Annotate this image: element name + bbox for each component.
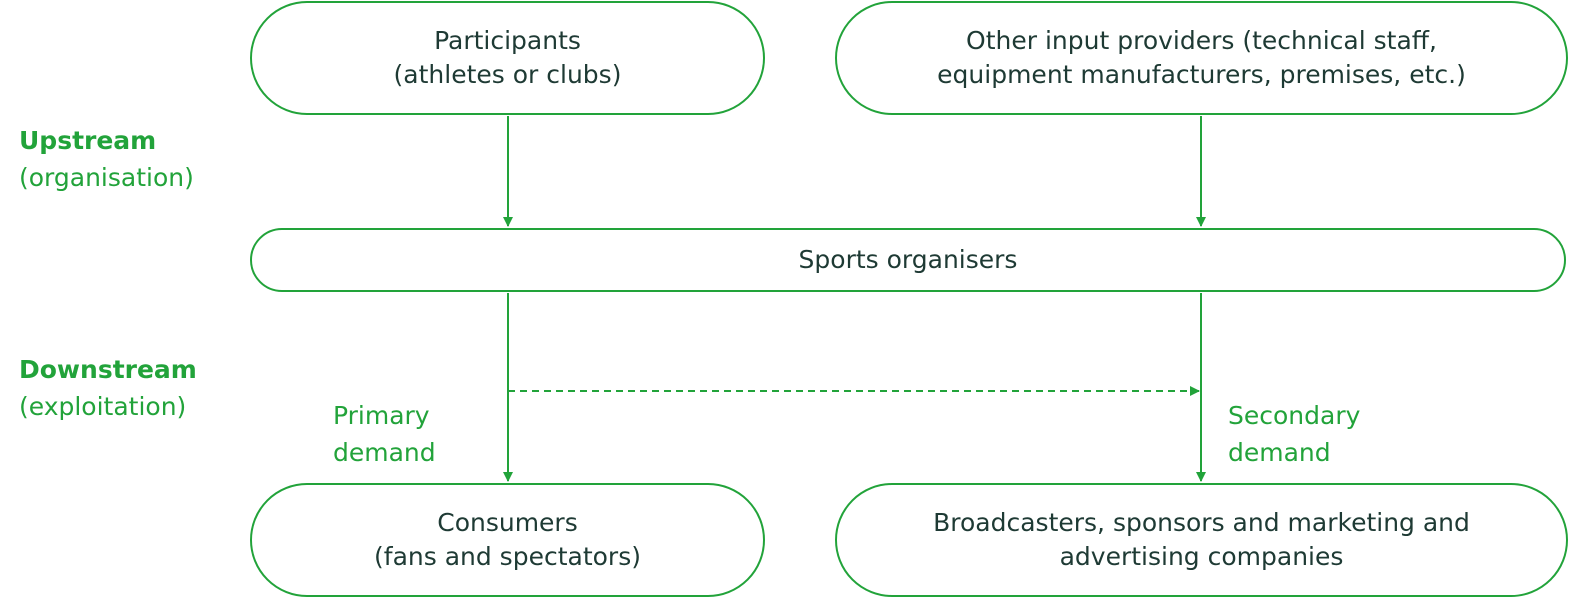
downstream-label: Downstream (exploitation) bbox=[19, 351, 197, 425]
other-inputs-line2: equipment manufacturers, premises, etc.) bbox=[937, 60, 1466, 89]
secondary-demand-label: Secondary demand bbox=[1228, 397, 1360, 471]
upstream-subtitle: (organisation) bbox=[19, 163, 194, 192]
other-input-providers-node: Other input providers (technical staff, … bbox=[835, 1, 1568, 115]
organisers-label: Sports organisers bbox=[798, 245, 1018, 274]
consumers-line2: (fans and spectators) bbox=[374, 542, 641, 571]
participants-node: Participants (athletes or clubs) bbox=[250, 1, 765, 115]
consumers-node: Consumers (fans and spectators) bbox=[250, 483, 765, 597]
secondary-demand-line1: Secondary bbox=[1228, 401, 1361, 430]
upstream-label: Upstream (organisation) bbox=[19, 122, 194, 196]
primary-demand-label: Primary demand bbox=[333, 397, 436, 471]
downstream-subtitle: (exploitation) bbox=[19, 392, 187, 421]
broadcasters-line1: Broadcasters, sponsors and marketing and bbox=[933, 508, 1470, 537]
primary-demand-line2: demand bbox=[333, 438, 436, 467]
other-inputs-line1: Other input providers (technical staff, bbox=[966, 26, 1437, 55]
downstream-title: Downstream bbox=[19, 355, 197, 384]
participants-line2: (athletes or clubs) bbox=[393, 60, 622, 89]
broadcasters-node: Broadcasters, sponsors and marketing and… bbox=[835, 483, 1568, 597]
consumers-line1: Consumers bbox=[437, 508, 578, 537]
primary-demand-line1: Primary bbox=[333, 401, 430, 430]
sports-organisers-node: Sports organisers bbox=[250, 228, 1566, 292]
broadcasters-line2: advertising companies bbox=[1059, 542, 1344, 571]
secondary-demand-line2: demand bbox=[1228, 438, 1331, 467]
upstream-title: Upstream bbox=[19, 126, 157, 155]
participants-line1: Participants bbox=[434, 26, 581, 55]
